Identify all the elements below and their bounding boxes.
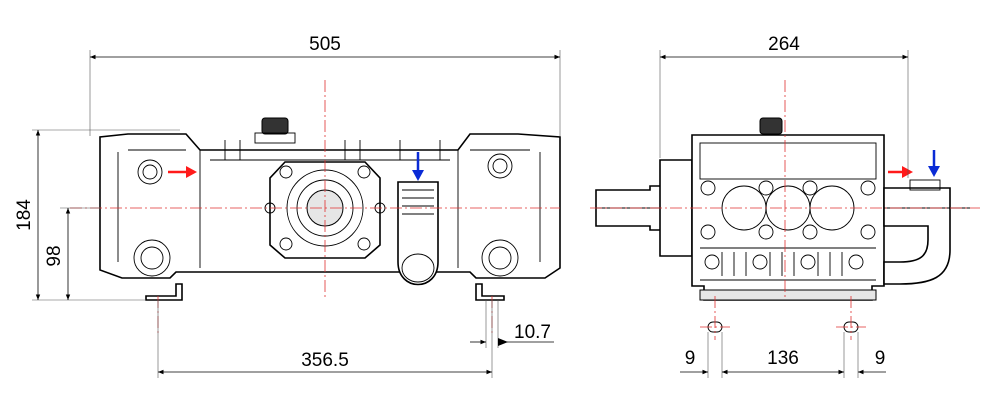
dim-front-width: 505 [309, 34, 341, 55]
dim-mount-spacing: 356.5 [301, 350, 349, 371]
side-outlet-flow-arrow [928, 150, 940, 177]
dim-slot-right: 9 [875, 348, 886, 369]
outlet-elbow [883, 187, 951, 285]
foot-left [145, 283, 183, 301]
bolt-pattern [700, 180, 876, 270]
dim-front-height: 184 [14, 199, 35, 231]
dim-slot-left: 9 [685, 348, 696, 369]
top-cap [261, 117, 289, 135]
port-right-bottom [481, 239, 519, 277]
front-view: 505 184 98 356.5 10.7 [14, 34, 561, 378]
base-plate [699, 289, 877, 301]
foot-right [475, 283, 505, 301]
inlet-flow-arrow [168, 166, 197, 178]
side-top-cap [759, 117, 783, 135]
dim-foot-width: 10.7 [514, 322, 551, 343]
outlet-flow-arrow [412, 152, 424, 181]
side-view: 264 136 9 9 [590, 34, 980, 378]
side-inlet-flow-arrow [888, 166, 913, 178]
dim-side-mount-spacing: 136 [767, 348, 799, 369]
dim-side-width: 264 [768, 34, 800, 55]
side-housing [691, 134, 885, 301]
outlet-column [397, 181, 439, 286]
port-left-bottom [133, 239, 171, 277]
inlet-port-left-top [137, 159, 163, 185]
inlet-port-right-top [487, 153, 513, 179]
dim-axis-height: 98 [44, 245, 65, 266]
